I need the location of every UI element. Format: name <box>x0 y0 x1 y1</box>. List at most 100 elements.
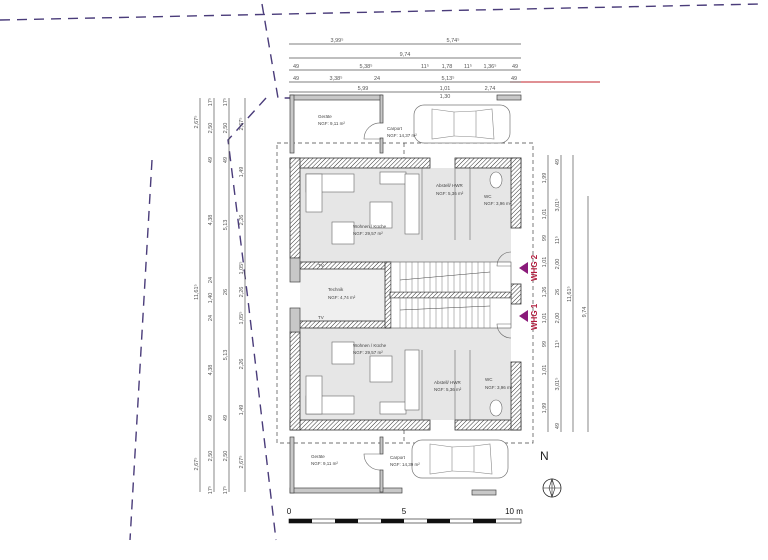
dim-text: 4,38 <box>208 365 214 376</box>
room-name: Abstell/ HWR <box>436 183 464 188</box>
left-dimensions: 2,67⁵ 11,61⁵ 2,67⁵ 17⁵ 2,50 49 4,38 24 1… <box>193 98 246 494</box>
dim-text: 2,50 <box>223 123 229 134</box>
dim-text: 1,36⁵ <box>484 63 497 70</box>
dim-text: 1,40 <box>208 293 214 304</box>
dim-text: 26 <box>223 289 229 295</box>
dim-text: 3,99⁵ <box>331 37 344 44</box>
room-name: WC <box>484 194 492 199</box>
room-area: NGF: 9,11 m² <box>318 121 345 126</box>
building <box>289 94 522 496</box>
scale-label: 0 <box>287 507 292 516</box>
room-area: NGF: 5,36 m² <box>434 387 462 392</box>
dim-text: 2,26 <box>239 287 245 298</box>
dim-text: 99 <box>542 235 548 241</box>
dim-text: 49 <box>223 157 229 163</box>
dim-text: 1,01 <box>542 313 548 324</box>
car-icon <box>411 439 509 479</box>
dim-text: 24 <box>208 277 214 283</box>
dim-text: 1,01 <box>542 257 548 268</box>
dim-text: 1,05⁵ <box>238 262 245 275</box>
dim-text: 49 <box>512 64 518 70</box>
dim-text: 49 <box>208 157 214 163</box>
dim-text: 17⁵ <box>222 98 229 106</box>
scale-bar: 0 5 10 m <box>287 507 523 524</box>
dim-text: 1,49 <box>239 167 245 178</box>
scale-label: 10 m <box>505 507 523 516</box>
dim-text: 9,74 <box>400 52 411 58</box>
dim-text: 99 <box>542 341 548 347</box>
room-area: NGF: 3,96 m² <box>484 201 512 206</box>
room-name: Wohnen / Küche <box>353 224 387 229</box>
dim-text: 2,26 <box>239 215 245 226</box>
room-name: Geräte <box>311 454 325 459</box>
entrance-arrow-icon <box>519 262 528 274</box>
dim-text: 24 <box>374 76 380 82</box>
dim-text: 3,01⁵ <box>554 378 561 391</box>
dim-text: 5,38⁵ <box>360 63 373 70</box>
dim-text: 2,67⁵ <box>238 456 245 469</box>
dim-text: 2,74 <box>485 86 496 92</box>
dim-text: 2,50 <box>208 123 214 134</box>
dim-text: 49 <box>555 159 561 165</box>
dim-text: 5,74⁵ <box>447 37 460 44</box>
scale-label: 5 <box>402 507 407 516</box>
north-arrow-icon <box>542 478 562 498</box>
dim-text: 1,01 <box>542 365 548 376</box>
room-name: Wohnen / Küche <box>353 343 387 348</box>
dim-text: 49 <box>293 64 299 70</box>
dim-text: 3,01⁵ <box>554 199 561 212</box>
dim-text: 17⁵ <box>222 486 229 494</box>
dim-text: 17⁵ <box>207 98 214 106</box>
dim-text: 17⁵ <box>207 486 214 494</box>
room-area: NGF: 4,74 m² <box>328 295 356 300</box>
tv-label: TV <box>318 315 324 320</box>
dim-text: 2,26 <box>239 359 245 370</box>
furniture <box>305 171 503 417</box>
car-icon <box>413 104 511 144</box>
room-name: Technik <box>328 287 344 292</box>
dim-text: 26 <box>555 289 561 295</box>
dim-text: 1,78 <box>442 64 453 70</box>
room-area: NGF: 29,57 m² <box>353 231 383 236</box>
room-area: NGF: 9,11 m² <box>311 461 338 466</box>
dim-text: 1,30 <box>440 94 451 100</box>
dim-text: 2,67⁵ <box>238 118 245 131</box>
dim-text: 11,61⁵ <box>566 286 573 302</box>
dim-text: 2,67⁵ <box>193 116 200 129</box>
room-area: NGF: 14,37 m² <box>387 133 417 138</box>
carport-structure <box>289 94 522 496</box>
dim-text: 5,99 <box>358 86 369 92</box>
dim-text: 2,67⁵ <box>193 458 200 471</box>
room-name: Carport <box>390 455 406 460</box>
door-swing-icon <box>496 323 512 339</box>
room-area: NGF: 5,36 m² <box>436 191 464 196</box>
room-name: Abstell/ HWR <box>434 380 462 385</box>
door-swing-icon <box>496 251 512 267</box>
dim-text: 1,99 <box>542 173 548 184</box>
dim-text: 49 <box>208 415 214 421</box>
dim-text: 1,99 <box>542 403 548 414</box>
dim-text: 11⁵ <box>554 236 561 244</box>
room-area: NGF: 29,57 m² <box>353 350 383 355</box>
dim-text: 1,01 <box>542 209 548 220</box>
dim-text: 11⁵ <box>554 340 561 348</box>
dim-text: 1,49 <box>239 405 245 416</box>
stair-icon <box>390 261 512 329</box>
dim-text: 4,38 <box>208 215 214 226</box>
dim-text: 1,01 <box>440 86 451 92</box>
dim-text: 2,50 <box>208 451 214 462</box>
room-name: Carport <box>387 126 403 131</box>
unit-label-whg1: WHG 1 <box>530 303 539 330</box>
room-labels: Geräte NGF: 9,11 m² Carport NGF: 14,37 m… <box>311 114 513 467</box>
room-name: WC <box>485 377 493 382</box>
entrance-arrow-icon <box>519 310 528 322</box>
dim-text: 1,26 <box>542 287 548 298</box>
dim-text: 11⁵ <box>421 63 429 70</box>
dim-text: 11,61⁵ <box>193 284 200 300</box>
dim-text: 11⁵ <box>464 63 472 70</box>
dim-text: 49 <box>511 76 517 82</box>
roof-outline <box>276 142 534 444</box>
room-name: Geräte <box>318 114 332 119</box>
dim-text: 49 <box>555 423 561 429</box>
